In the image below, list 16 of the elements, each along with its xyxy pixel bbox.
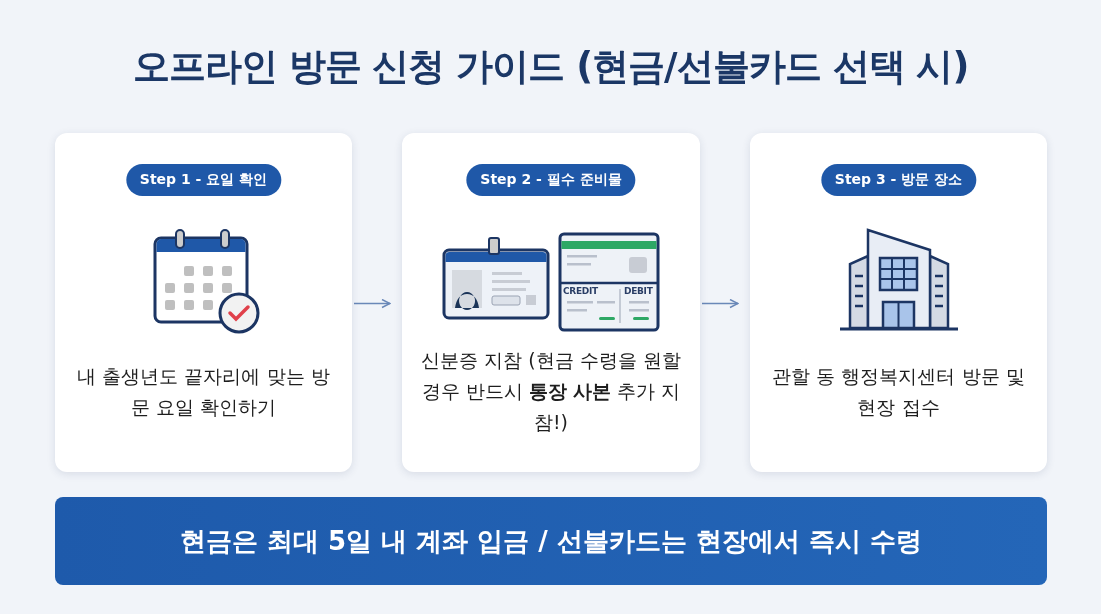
ledger-heading: CREDIT <box>563 286 598 296</box>
step-badge: Step 1 - 요일 확인 <box>125 164 282 196</box>
arrow <box>701 298 739 309</box>
arrow <box>353 298 391 309</box>
title: 오프라인 방문 신청 가이드 (현금/선불카드 선택 시) <box>131 44 970 90</box>
step-badge: Step 2 - 필수 준비물 <box>466 164 636 196</box>
summary-banner <box>55 497 1047 585</box>
ledger-heading: DEBIT <box>624 286 653 296</box>
step-card <box>55 133 352 472</box>
step-description: 관할 동 행정복지센터 방문 및 현장 접수 <box>771 364 1026 420</box>
step-description: 내 출생년도 끝자리에 맞는 방문 요일 확인하기 <box>76 364 331 420</box>
step-card <box>750 133 1047 472</box>
summary-text: 현금은 최대 5일 내 계좌 입금 / 선불카드는 현장에서 즉시 수령 <box>179 524 923 558</box>
step-description: 신분증 지참 (현금 수령을 원할 경우 반드시 통장 사본 추가 지참!) <box>420 348 682 435</box>
step-badge: Step 3 - 방문 장소 <box>820 164 977 196</box>
step-card <box>402 133 700 472</box>
